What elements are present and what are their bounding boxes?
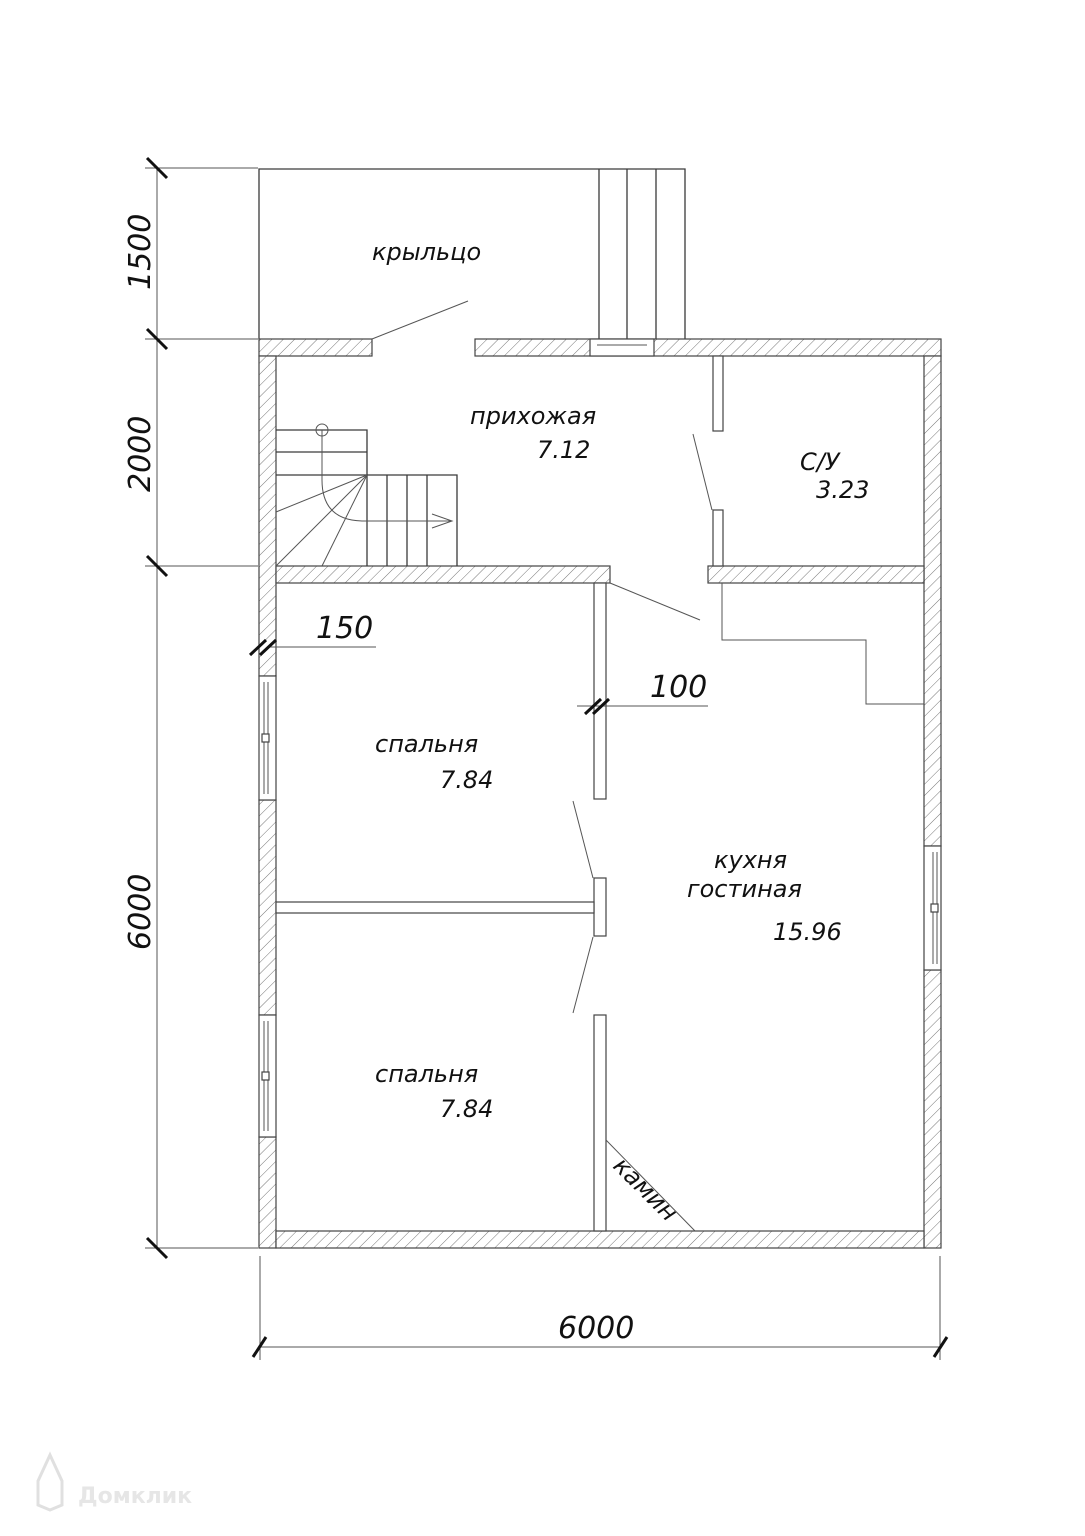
fireplace-label: камин xyxy=(608,1151,683,1226)
watermark: Домклик xyxy=(36,1451,192,1512)
room-label-porch: крыльцо xyxy=(372,238,481,266)
window-right xyxy=(923,845,942,971)
room-label-bathroom: С/У xyxy=(800,448,841,476)
bedroom-partitions xyxy=(275,582,607,1232)
porch xyxy=(258,168,686,339)
callout-outer-wall xyxy=(248,638,376,657)
room-label-bedroom-2: спальня xyxy=(375,1060,478,1088)
entrance-door xyxy=(371,300,655,357)
dim-outer-wall: 150 xyxy=(316,611,373,646)
room-label-hall: прихожая xyxy=(470,402,596,430)
room-label-bedroom-1: спальня xyxy=(375,730,478,758)
room-area-bedroom-2: 7.84 xyxy=(440,1095,493,1123)
dim-total-width: 6000 xyxy=(558,1311,634,1346)
staircase xyxy=(275,423,458,567)
dimension-chain-horizontal xyxy=(251,1256,949,1360)
watermark-text: Домклик xyxy=(78,1484,192,1509)
kitchen-counter xyxy=(721,583,924,705)
dim-hall-depth: 2000 xyxy=(123,416,158,492)
room-area-kitchen-living: 15.96 xyxy=(773,918,842,946)
dimension-chain-vertical xyxy=(145,156,258,1260)
dim-inner-wall: 100 xyxy=(650,670,707,705)
room-area-bathroom: 3.23 xyxy=(816,476,869,504)
window-left-upper xyxy=(258,675,277,801)
window-left-lower xyxy=(258,1014,277,1138)
dim-main-depth: 6000 xyxy=(123,874,158,950)
callout-inner-wall xyxy=(577,697,708,716)
dim-porch-depth: 1500 xyxy=(123,214,158,290)
house-logo-icon xyxy=(36,1451,64,1512)
bathroom-partition xyxy=(692,355,724,567)
fireplace-outline xyxy=(605,1139,696,1232)
kitchen-door-swing xyxy=(609,582,701,621)
room-area-bedroom-1: 7.84 xyxy=(440,766,493,794)
room-label-kitchen: кухня xyxy=(714,846,787,874)
room-area-hall: 7.12 xyxy=(537,436,590,464)
room-label-living: гостиная xyxy=(687,875,802,903)
